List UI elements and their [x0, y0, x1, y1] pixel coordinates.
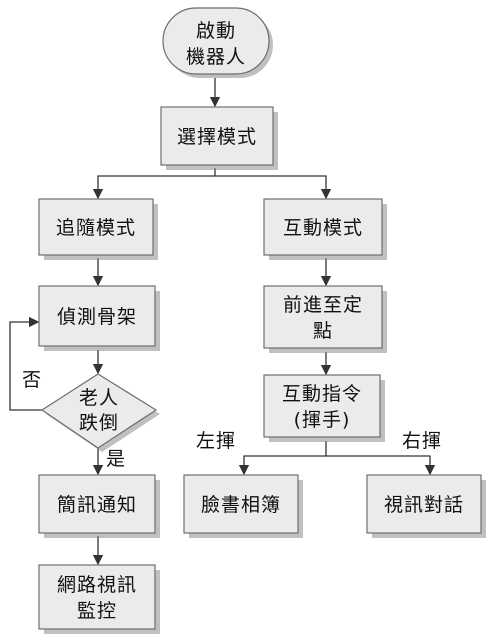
node-interact-command-line1: 互動指令 [282, 383, 362, 405]
node-elder-fall-line2: 跌倒 [79, 412, 119, 434]
node-network-video-line1: 網路視訊 [57, 574, 137, 596]
node-video-chat: 視訊對話 [366, 474, 486, 538]
node-video-chat-label: 視訊對話 [384, 494, 464, 516]
node-elder-fall-decision: 老人 跌倒 [40, 373, 160, 452]
node-detect-skeleton: 偵測骨架 [38, 285, 160, 351]
node-sms-notify: 簡訊通知 [38, 474, 160, 538]
node-interact-command: 互動指令 (揮手) [263, 374, 385, 442]
edge-command-to-face [238, 441, 327, 476]
node-network-video-line2: 監控 [77, 600, 117, 622]
node-follow-mode: 追隨模式 [38, 198, 158, 260]
node-select-mode: 選擇模式 [160, 106, 278, 170]
node-go-to-point-line2: 點 [313, 320, 333, 342]
label-no: 否 [22, 369, 42, 391]
edge-fall-no-loop [9, 316, 42, 411]
node-interact-mode: 互動模式 [263, 198, 387, 260]
edges [9, 78, 436, 566]
node-face-album: 臉書相簿 [183, 474, 303, 538]
node-select-mode-label: 選擇模式 [177, 126, 257, 148]
node-interact-command-line2: (揮手) [294, 409, 351, 431]
node-start-line1: 啟動 [196, 20, 236, 42]
edge-select-to-follow [92, 168, 216, 200]
edge-command-to-chat [326, 455, 436, 476]
node-follow-mode-label: 追隨模式 [56, 217, 136, 239]
node-start: 啟動 機器人 [162, 7, 273, 78]
node-go-to-point-line1: 前進至定 [283, 294, 363, 316]
node-face-album-label: 臉書相簿 [201, 494, 281, 516]
node-detect-skeleton-label: 偵測骨架 [57, 306, 137, 328]
node-network-video: 網路視訊 監控 [38, 564, 160, 634]
label-yes: 是 [106, 448, 126, 470]
edge-select-to-interact [215, 175, 332, 200]
node-start-line2: 機器人 [186, 46, 246, 68]
node-go-to-point: 前進至定 點 [263, 285, 387, 353]
node-sms-notify-label: 簡訊通知 [57, 494, 137, 516]
node-interact-mode-label: 互動模式 [283, 217, 363, 239]
label-left-wave: 左揮 [196, 430, 236, 452]
node-elder-fall-line1: 老人 [79, 387, 119, 409]
label-right-wave: 右揮 [402, 430, 442, 452]
